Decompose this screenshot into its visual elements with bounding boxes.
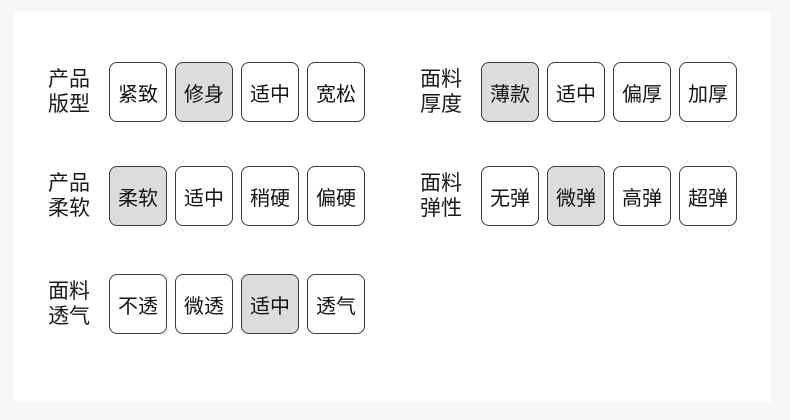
option-elasticity-2[interactable]: 微弹 <box>547 166 605 226</box>
attr-group-fit: 产品 版型 紧致 修身 适中 宽松 <box>48 62 365 122</box>
attr-group-breathability: 面料 透气 不透 微透 适中 透气 <box>48 274 365 334</box>
attr-label-thickness-line2: 厚度 <box>420 93 462 116</box>
option-breathability-3[interactable]: 适中 <box>241 274 299 334</box>
attr-label-thickness-line1: 面料 <box>420 68 462 91</box>
attr-label-thickness: 面料 厚度 <box>420 67 466 117</box>
attr-label-fit: 产品 版型 <box>48 67 94 117</box>
attr-label-elasticity-line1: 面料 <box>420 172 462 195</box>
attr-label-breathability: 面料 透气 <box>48 279 94 329</box>
attr-group-thickness: 面料 厚度 薄款 适中 偏厚 加厚 <box>420 62 737 122</box>
attr-label-softness-line2: 柔软 <box>48 197 90 220</box>
attr-label-fit-line1: 产品 <box>48 68 90 91</box>
attr-label-breathability-line1: 面料 <box>48 280 90 303</box>
option-breathability-2[interactable]: 微透 <box>175 274 233 334</box>
attr-label-breathability-line2: 透气 <box>48 305 90 328</box>
option-breathability-1[interactable]: 不透 <box>109 274 167 334</box>
attr-options-breathability: 不透 微透 适中 透气 <box>109 274 365 334</box>
option-thickness-3[interactable]: 偏厚 <box>613 62 671 122</box>
option-thickness-1[interactable]: 薄款 <box>481 62 539 122</box>
attr-group-elasticity: 面料 弹性 无弹 微弹 高弹 超弹 <box>420 166 737 226</box>
attr-options-softness: 柔软 适中 稍硬 偏硬 <box>109 166 365 226</box>
option-elasticity-1[interactable]: 无弹 <box>481 166 539 226</box>
attr-options-elasticity: 无弹 微弹 高弹 超弹 <box>481 166 737 226</box>
option-softness-3[interactable]: 稍硬 <box>241 166 299 226</box>
option-fit-1[interactable]: 紧致 <box>109 62 167 122</box>
option-softness-1[interactable]: 柔软 <box>109 166 167 226</box>
option-softness-2[interactable]: 适中 <box>175 166 233 226</box>
attr-label-softness: 产品 柔软 <box>48 171 94 221</box>
attr-label-fit-line2: 版型 <box>48 93 90 116</box>
option-thickness-4[interactable]: 加厚 <box>679 62 737 122</box>
attr-options-thickness: 薄款 适中 偏厚 加厚 <box>481 62 737 122</box>
option-breathability-4[interactable]: 透气 <box>307 274 365 334</box>
option-fit-4[interactable]: 宽松 <box>307 62 365 122</box>
option-elasticity-3[interactable]: 高弹 <box>613 166 671 226</box>
attr-label-elasticity: 面料 弹性 <box>420 171 466 221</box>
product-attributes-panel: 产品 版型 紧致 修身 适中 宽松 产品 柔软 柔软 适中 稍硬 偏硬 面料 透… <box>14 11 771 402</box>
attr-options-fit: 紧致 修身 适中 宽松 <box>109 62 365 122</box>
option-thickness-2[interactable]: 适中 <box>547 62 605 122</box>
attr-label-elasticity-line2: 弹性 <box>420 197 462 220</box>
option-elasticity-4[interactable]: 超弹 <box>679 166 737 226</box>
option-fit-2[interactable]: 修身 <box>175 62 233 122</box>
attr-label-softness-line1: 产品 <box>48 172 90 195</box>
option-fit-3[interactable]: 适中 <box>241 62 299 122</box>
attr-group-softness: 产品 柔软 柔软 适中 稍硬 偏硬 <box>48 166 365 226</box>
option-softness-4[interactable]: 偏硬 <box>307 166 365 226</box>
